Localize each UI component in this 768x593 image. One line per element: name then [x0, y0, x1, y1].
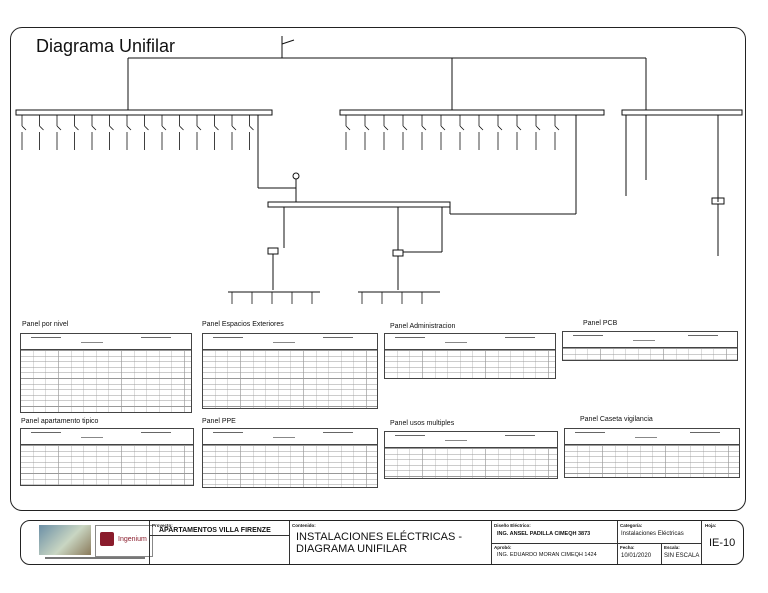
- project-photo: [39, 525, 91, 555]
- panel-schedule-table: [202, 333, 378, 409]
- date-value: 10/01/2020: [621, 553, 652, 559]
- circuit-line: [516, 125, 522, 131]
- scale-value: SIN ESCALA: [664, 553, 700, 559]
- circuit-line: [535, 125, 541, 131]
- circuit-line: [249, 125, 254, 131]
- circuit-line: [109, 125, 114, 131]
- panel-schedule-table: [384, 333, 556, 379]
- circuit-line: [161, 125, 167, 131]
- content-text: INSTALACIONES ELÉCTRICAS - DIAGRAMA UNIF…: [296, 531, 463, 555]
- circuit-line: [39, 125, 44, 131]
- panel-title-apartamento: Panel apartamento tipico: [21, 418, 99, 425]
- scale-label: Escala:: [664, 545, 680, 550]
- circuit-line: [196, 125, 202, 131]
- circuit-line: [421, 125, 427, 131]
- circuit-line: [179, 125, 184, 131]
- diagram-title: Diagrama Unifilar: [36, 36, 176, 56]
- reviewer-name: ING. EDUARDO MORAN CIMEQH 1424: [497, 552, 597, 558]
- panel-title-nivel: Panel por nivel: [22, 321, 69, 328]
- drawing-frame: [10, 27, 746, 511]
- title-block: Ingenium Proyecto: APARTAMENTOS VILLA FI…: [20, 520, 744, 565]
- circuit-line: [91, 125, 97, 131]
- company-logo: Ingenium: [95, 525, 153, 557]
- sheet-label: Hoja:: [705, 523, 717, 528]
- sheet-number: IE-10: [709, 537, 736, 549]
- panel-schedule-table: [562, 331, 738, 361]
- panel-title-usos-multiples: Panel usos multiples: [390, 420, 455, 427]
- panel-title-exteriores: Panel Espacios Exteriores: [202, 321, 284, 328]
- circuit-line: [440, 125, 446, 131]
- circuit-line: [126, 125, 132, 131]
- circuit-line: [74, 125, 79, 131]
- circuit-line: [21, 125, 27, 131]
- panel-schedule-table: [564, 428, 740, 478]
- circuit-line: [144, 125, 149, 131]
- panel-title-administracion: Panel Administracion: [390, 323, 456, 330]
- content-label: Contenido:: [292, 523, 316, 528]
- circuit-line: [497, 125, 503, 131]
- panel-title-ppe: Panel PPE: [202, 418, 236, 425]
- circuit-line: [554, 125, 560, 131]
- date-label: Fecha:: [620, 545, 635, 550]
- project-label: Proyecto:: [152, 523, 173, 528]
- circuit-line: [402, 125, 408, 131]
- project-name: APARTAMENTOS VILLA FIRENZE: [159, 527, 271, 534]
- reviewer-label: Aprobó:: [494, 545, 512, 550]
- panel-schedule-table: [202, 428, 378, 488]
- circuit-line: [214, 125, 219, 131]
- circuit-line: [345, 125, 351, 131]
- design-label: Diseño Eléctrico:: [494, 523, 531, 528]
- circuit-line: [459, 125, 465, 131]
- designer-name: ING. ANSEL PADILLA CIMEQH 3873: [497, 531, 591, 537]
- panel-title-caseta: Panel Caseta vigilancia: [580, 416, 653, 423]
- category-label: Categoría:: [620, 523, 643, 528]
- circuit-line: [364, 125, 370, 131]
- circuit-line: [231, 125, 237, 131]
- circuit-line: [383, 125, 389, 131]
- circuit-line: [478, 125, 484, 131]
- category-value: Instalaciones Eléctricas: [621, 531, 684, 537]
- panel-schedule-table: [384, 431, 558, 479]
- circuit-line: [56, 125, 62, 131]
- panel-schedule-table: [20, 333, 192, 413]
- panel-title-pcb: Panel PCB: [583, 320, 618, 327]
- panel-schedule-table: [20, 428, 194, 486]
